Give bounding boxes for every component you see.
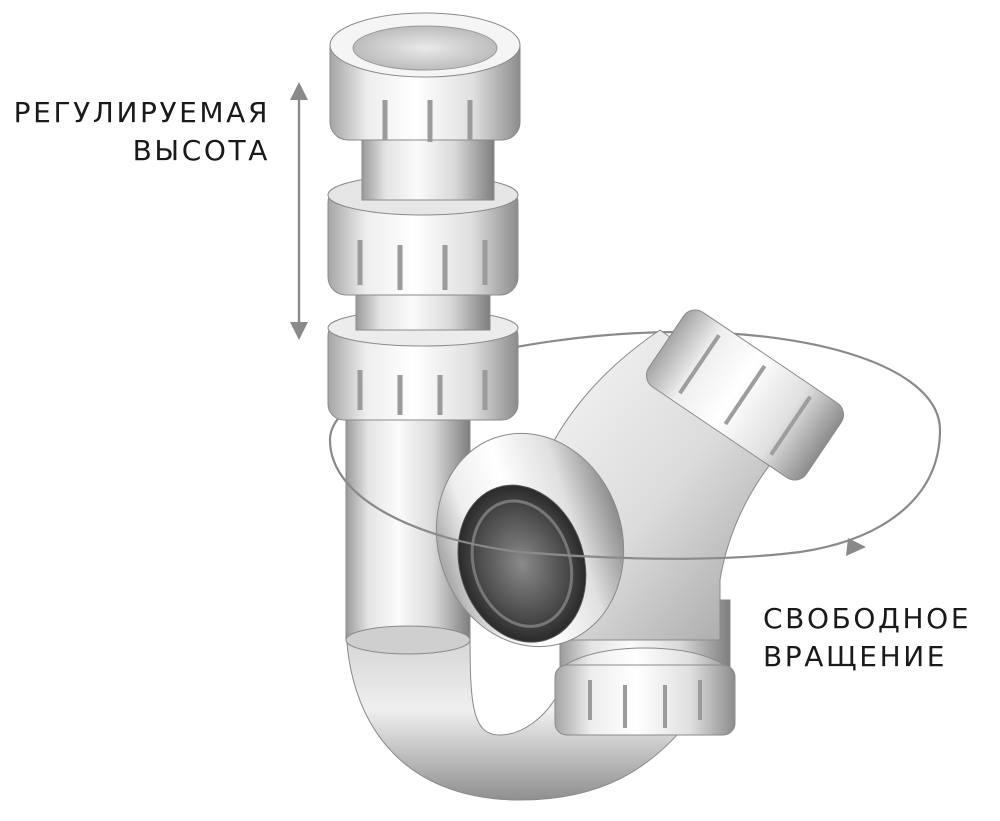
side-inlet-opening (435, 432, 625, 648)
adjustable-height-label: РЕГУЛИРУЕМАЯ ВЫСОТА (14, 94, 270, 170)
height-arrow (290, 82, 308, 340)
adjustable-height-line2: ВЫСОТА (132, 134, 270, 167)
free-rotation-line2: ВРАЩЕНИЕ (763, 640, 948, 673)
free-rotation-line1: СВОБОДНОЕ (763, 602, 972, 635)
rotation-arrow-front (328, 429, 942, 560)
top-inlet-nut (329, 12, 521, 142)
free-rotation-label: СВОБОДНОЕ ВРАЩЕНИЕ (763, 600, 971, 676)
adjustable-height-line1: РЕГУЛИРУЕМАЯ (13, 96, 270, 129)
left-lower-pipe (345, 399, 471, 655)
u-bend (345, 619, 691, 801)
